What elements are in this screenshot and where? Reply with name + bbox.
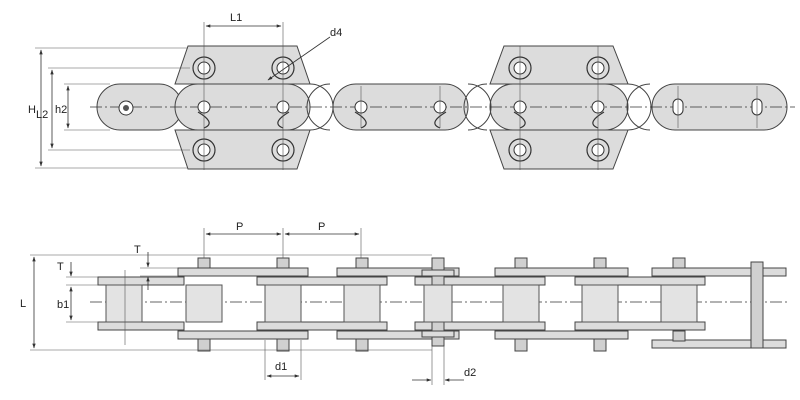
inner-plate-bottom-3	[574, 321, 706, 331]
side-view: P P T b1 T L d1 d2	[20, 221, 790, 385]
attachment-plate-lower-right	[489, 129, 629, 170]
end-pin	[750, 261, 764, 349]
bushing-3	[264, 284, 302, 323]
outer-plate-top-3	[494, 267, 629, 277]
outer-plate-bottom-3	[494, 330, 629, 340]
pin-head-1	[118, 100, 134, 116]
outer-plate-bottom-4	[651, 339, 787, 349]
connecting-plate-bottom	[421, 330, 455, 338]
outer-plate-top-1	[177, 267, 309, 277]
L1-label: L1	[230, 12, 242, 24]
inner-plate-top-3	[574, 276, 706, 286]
connecting-plate-top	[421, 269, 455, 277]
bushing-7	[660, 284, 698, 323]
pin-heads-top	[197, 257, 686, 269]
T-inner-label: T	[57, 261, 64, 273]
bushing-4	[343, 284, 381, 323]
connecting-bushing	[423, 284, 453, 323]
inner-plate-bottom-0	[97, 321, 185, 331]
bushing-2	[185, 284, 223, 323]
bushing-5	[502, 284, 540, 323]
inner-plate-top-0	[97, 276, 185, 286]
L-label: L	[20, 298, 26, 310]
P-right-label: P	[318, 221, 325, 233]
outer-plate-bottom-2	[336, 330, 460, 340]
inner-plate-top-2	[414, 276, 546, 286]
attachment-plate-lower-left	[174, 129, 311, 170]
H-label: H	[28, 104, 36, 116]
bushing-1	[105, 284, 143, 323]
d4-label: d4	[330, 27, 342, 39]
outer-plate-top-4	[651, 267, 787, 277]
inner-plate-bottom-1	[256, 321, 388, 331]
L2-label: L2	[36, 109, 48, 121]
T-label: T	[134, 244, 141, 256]
d4-leader	[267, 36, 331, 81]
P-left-label: P	[236, 221, 243, 233]
attachment-plate-upper-right	[489, 45, 629, 85]
top-view: L1 d4 H L2 h2	[28, 12, 795, 170]
inner-plate-top-1	[256, 276, 388, 286]
outer-plate-bottom-1	[177, 330, 309, 340]
bushing-6	[581, 284, 619, 323]
d2-label: d2	[464, 367, 476, 379]
b1-label: b1	[57, 299, 69, 311]
outer-plate-top-2	[336, 267, 460, 277]
inner-plate-bottom-2	[414, 321, 546, 331]
pin-heads-bottom	[197, 330, 686, 352]
h2-label: h2	[55, 104, 67, 116]
d1-label: d1	[275, 361, 287, 373]
